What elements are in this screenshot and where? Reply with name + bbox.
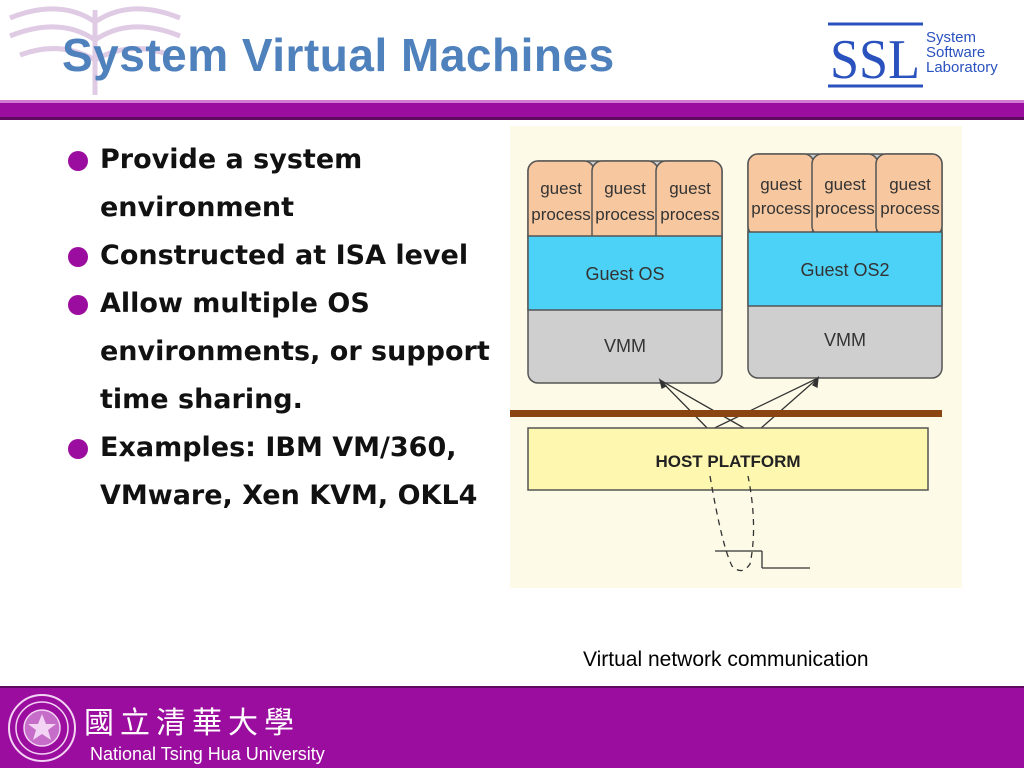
host-platform-label: HOST PLATFORM [655,452,800,471]
university-emblem-watermark [9,6,181,95]
guest-process-label: process [751,199,811,218]
bullet-dot-icon [68,151,88,171]
guest-process-box [527,160,595,247]
bullet-item: Constructed at ISA level [64,232,494,280]
bullet-list: Provide a system environment Constructed… [64,136,494,520]
bullet-dot-icon [68,295,88,315]
university-name: National Tsing Hua University [90,744,325,764]
bullet-dot-icon [68,247,88,267]
host-platform-box [527,427,929,491]
vmm-label: VMM [824,330,866,350]
guest-process-label: guest [669,179,711,198]
connection-arrows [658,375,819,437]
page-title: System Virtual Machines [62,29,615,81]
ssl-line-2: Software [926,44,986,61]
guest-process-box [747,153,815,237]
header-divider [0,100,1024,120]
ssl-line-3: Laboratory [926,59,998,76]
vmm-label: VMM [604,336,646,356]
ssl-lab-name: System Software Laboratory [926,30,998,75]
footer-bar [0,688,1024,768]
guest-os-label: Guest OS [585,264,664,284]
guest-os-box [527,235,723,311]
guest-process-label: process [880,199,940,218]
bullet-dot-icon [68,439,88,459]
guest-process-label: guest [540,179,582,198]
vm-diagram: guest process guest process guest proces… [510,126,962,588]
host-divider-bar [510,410,942,417]
guest-process-label: process [531,205,591,224]
ssl-letters-icon: SSL [828,22,923,91]
guest-process-box [591,160,659,247]
guest-process-box [655,160,723,247]
university-chinese-name: 國立清華大學 [84,706,300,741]
bullet-item: Examples: IBM VM/360, VMware, Xen KVM, O… [64,424,494,520]
guest-process-label: process [660,205,720,224]
guest-process-label: process [815,199,875,218]
bullet-text: Examples: IBM VM/360, VMware, Xen KVM, O… [100,432,478,511]
diagram-caption: Virtual network communication [583,648,869,671]
bullet-text: Constructed at ISA level [100,240,469,271]
ssl-abbr: SSL [830,29,920,91]
bullet-text: Provide a system environment [100,144,363,223]
guest-process-label: guest [889,175,931,194]
bullet-text: Allow multiple OS environments, or suppo… [100,288,490,415]
bullet-item: Provide a system environment [64,136,494,232]
university-seal-icon [8,694,76,762]
ssl-logo: SSL [828,20,1013,92]
guest-process-box [811,153,879,237]
footer-divider [0,686,1024,689]
ssl-line-1: System [926,29,977,46]
guest-os-label: Guest OS2 [800,260,889,280]
guest-process-label: process [595,205,655,224]
network-path [709,475,810,572]
guest-os-box [747,231,943,307]
vm-stack-right: guest process guest process guest proces… [747,153,943,379]
guest-process-box [875,153,943,237]
guest-process-label: guest [824,175,866,194]
vm-stack-left: guest process guest process guest proces… [527,160,723,384]
guest-process-label: guest [604,179,646,198]
guest-process-label: guest [760,175,802,194]
bullet-item: Allow multiple OS environments, or suppo… [64,280,494,424]
